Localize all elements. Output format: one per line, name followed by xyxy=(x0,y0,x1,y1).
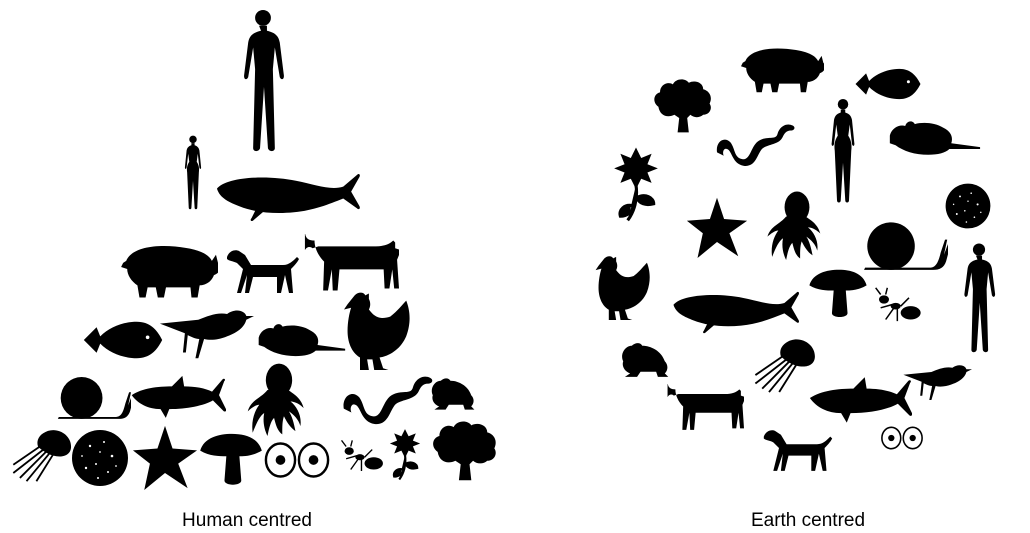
tree-icon xyxy=(654,79,711,132)
cells-icon xyxy=(882,427,922,448)
human-man-icon xyxy=(244,10,284,151)
cow-icon xyxy=(668,382,746,430)
cow-icon xyxy=(305,231,401,291)
jellyfish-icon xyxy=(755,339,815,392)
snake-icon xyxy=(344,377,433,424)
flower-icon xyxy=(614,148,658,221)
jellyfish-icon xyxy=(13,430,71,481)
bird-icon xyxy=(903,365,972,400)
shark-icon xyxy=(132,376,226,418)
whale-icon xyxy=(217,174,360,221)
starfish-icon xyxy=(133,426,197,490)
mouse-icon xyxy=(259,324,345,356)
human-man-icon xyxy=(964,244,995,353)
snail-icon xyxy=(864,222,953,270)
octopus-icon xyxy=(767,192,820,260)
human-woman-icon xyxy=(185,136,201,210)
mouse-icon xyxy=(890,121,980,154)
frog-icon xyxy=(432,378,475,409)
bird-icon xyxy=(160,311,254,359)
dog-icon xyxy=(227,250,299,293)
snail-icon xyxy=(58,377,136,419)
cells-icon xyxy=(266,443,328,476)
octopus-icon xyxy=(248,364,304,436)
tree-icon xyxy=(433,422,496,481)
human-centred-caption: Human centred xyxy=(182,510,312,532)
human-woman-icon xyxy=(832,99,855,203)
snake-icon xyxy=(717,124,795,166)
chicken-icon xyxy=(596,256,650,321)
ant-icon xyxy=(876,288,921,321)
human-centred-panel xyxy=(13,10,495,490)
frog-icon xyxy=(622,343,668,377)
sphere-icon xyxy=(72,430,128,486)
fish-icon xyxy=(84,322,162,358)
pig-icon xyxy=(121,246,220,298)
ant-icon xyxy=(342,440,383,471)
chicken-icon xyxy=(344,293,410,372)
whale-icon xyxy=(673,292,799,333)
mushroom-icon xyxy=(809,270,866,317)
sphere-icon xyxy=(946,184,991,229)
fish-icon xyxy=(856,69,921,99)
starfish-icon xyxy=(687,198,747,258)
shark-icon xyxy=(810,377,912,422)
mushroom-icon xyxy=(200,434,262,485)
earth-centred-caption: Earth centred xyxy=(751,510,865,532)
dog-icon xyxy=(764,430,832,471)
flower-icon xyxy=(390,429,420,479)
pig-icon xyxy=(741,49,825,93)
earth-centred-panel xyxy=(596,49,996,471)
